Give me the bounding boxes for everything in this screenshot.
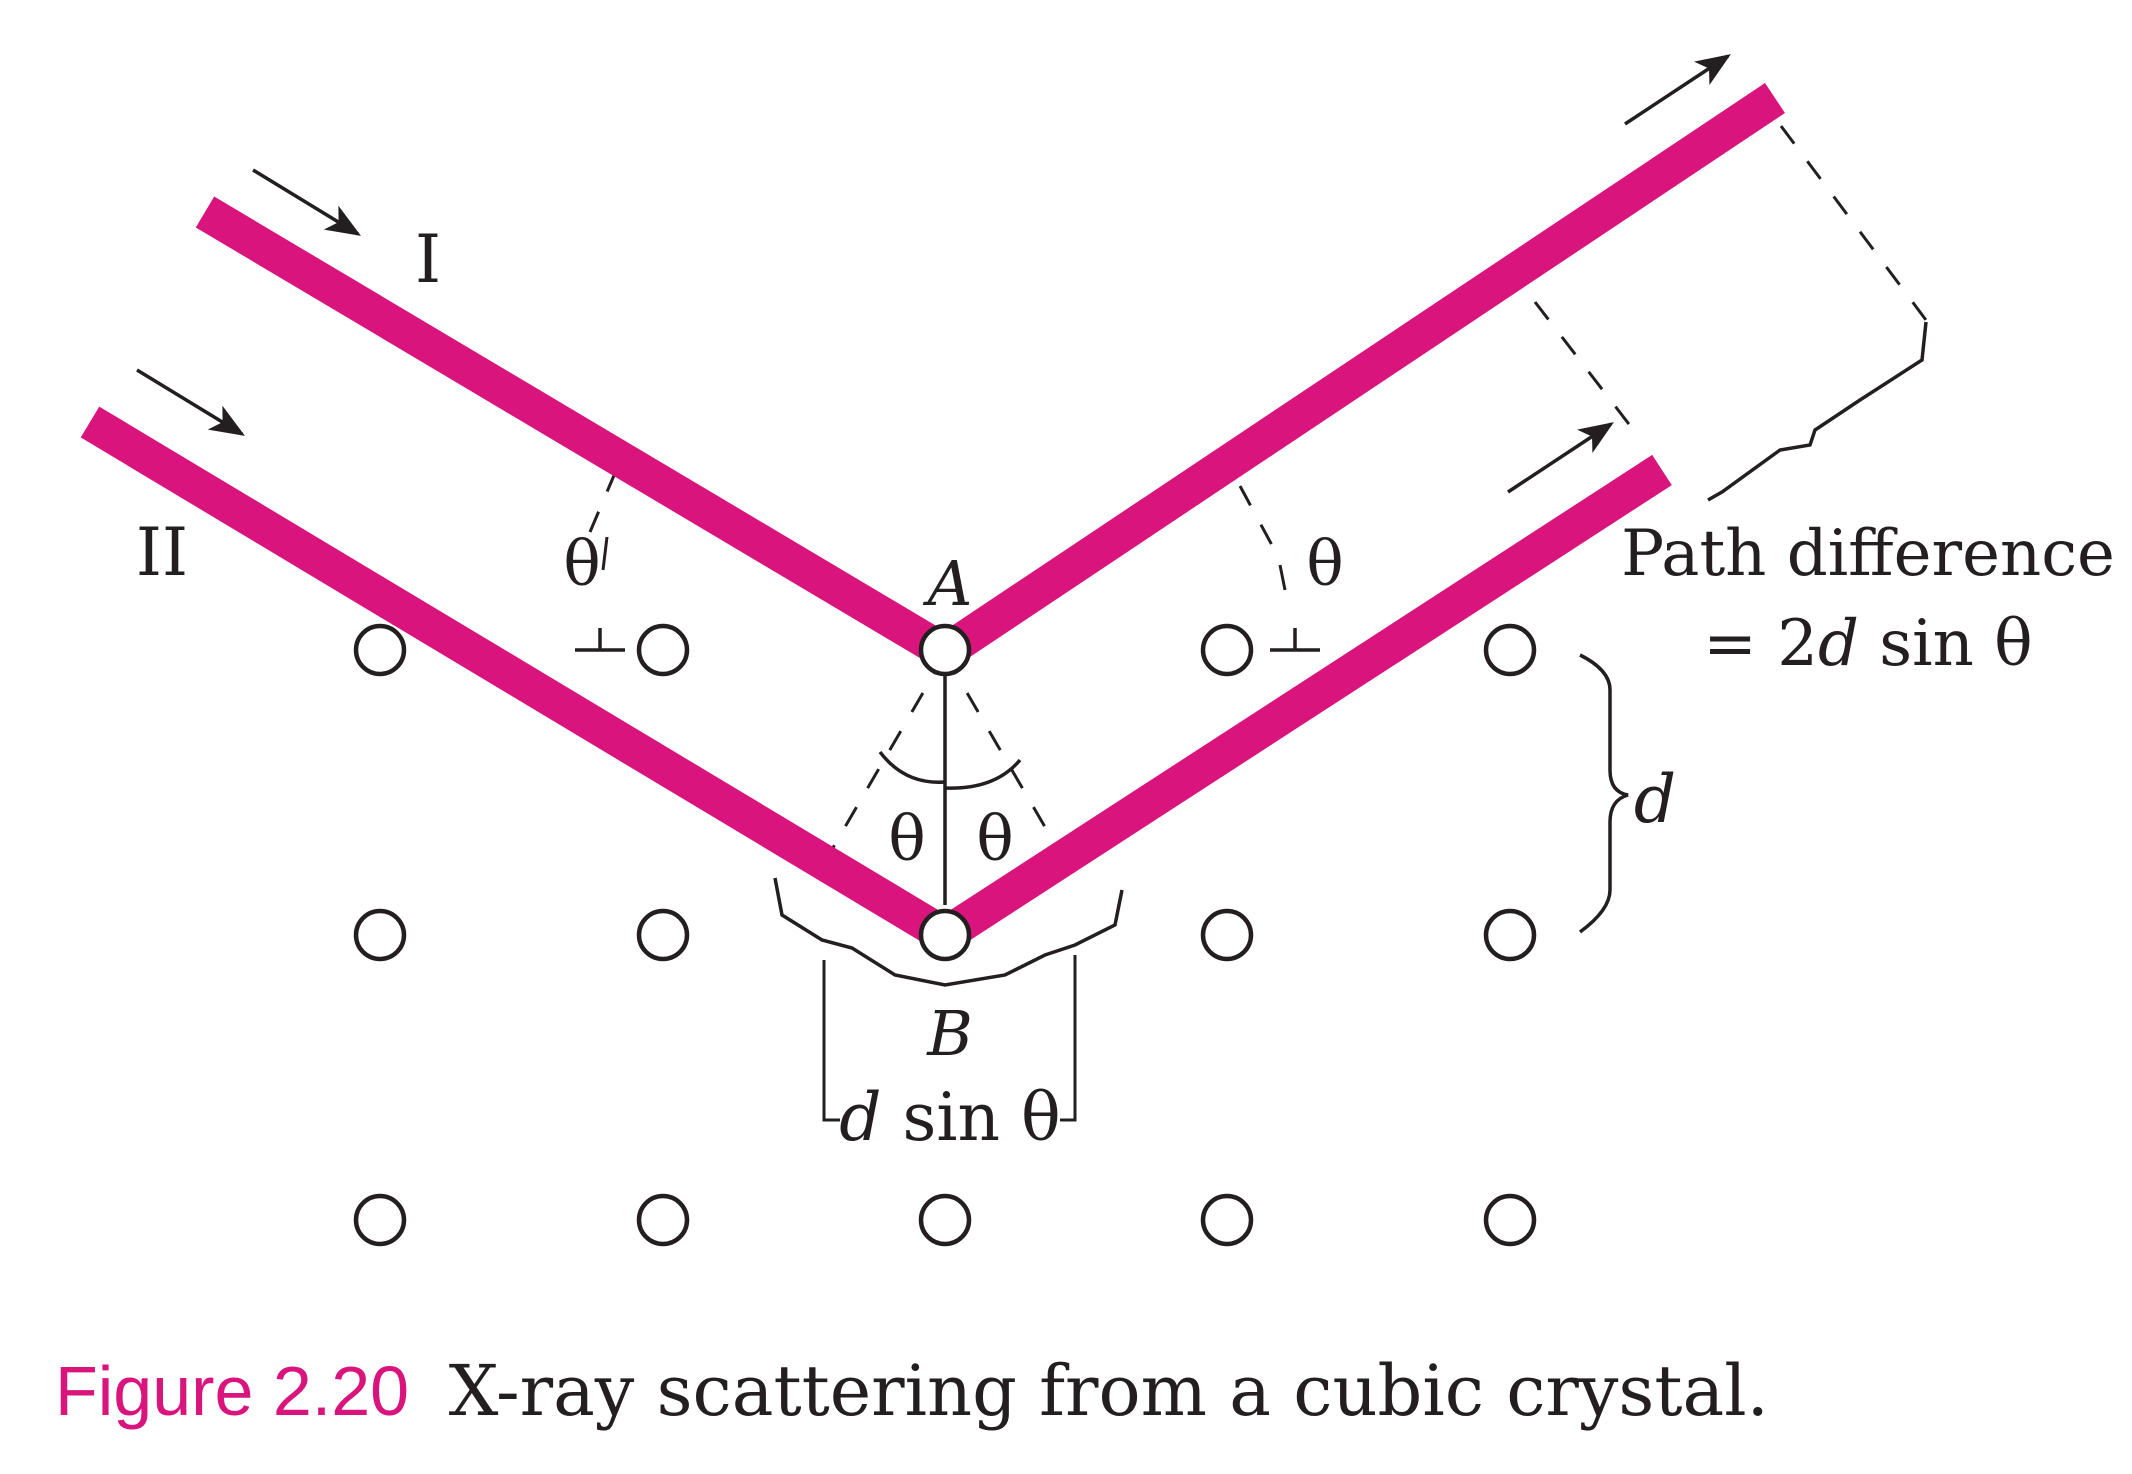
theta-arc-dashed xyxy=(588,472,617,533)
arrow-icon xyxy=(136,368,245,436)
theta-arcs xyxy=(601,536,1287,790)
point-a-label: A xyxy=(923,547,973,620)
point-b-label: B xyxy=(926,997,973,1070)
caption-number: Figure 2.20 xyxy=(55,1352,409,1430)
theta-arc-left xyxy=(878,750,946,784)
lattice-atom xyxy=(1483,1193,1537,1247)
arrow-icon xyxy=(1507,422,1614,494)
arrow-icon xyxy=(252,168,361,236)
construction-lines xyxy=(588,125,1928,871)
lattice-atom xyxy=(636,1193,690,1247)
lattice-atom xyxy=(1200,623,1254,677)
wavefront-dashed-line xyxy=(1779,125,1928,321)
lattice-atom xyxy=(636,623,690,677)
lattice-atom xyxy=(353,623,407,677)
half-path-label: d sin θ xyxy=(839,1079,1060,1156)
lattice-atom xyxy=(1200,908,1254,962)
perpendicular-mark-icon xyxy=(1270,628,1320,652)
crystal-lattice xyxy=(353,623,1537,1247)
theta-tick-left xyxy=(601,536,609,571)
atom-a xyxy=(918,623,972,677)
lattice-atom xyxy=(1483,908,1537,962)
spacing-brace xyxy=(1578,653,1629,934)
atom-b xyxy=(918,908,972,962)
lattice-atom xyxy=(1483,623,1537,677)
ray-two-beam xyxy=(80,406,1672,957)
normal-dashed-line-left xyxy=(818,654,947,871)
theta-label-right: θ xyxy=(1306,527,1343,600)
theta-label-normal-right: θ xyxy=(976,802,1013,875)
ray-one-label: I xyxy=(415,221,441,298)
arrow-icon xyxy=(1624,54,1731,126)
theta-arc-dashed xyxy=(1238,485,1282,561)
caption-text: X-ray scattering from a cubic crystal. xyxy=(449,1350,1769,1432)
direction-arrows xyxy=(136,54,1731,494)
half-path-bracket xyxy=(822,955,1077,1122)
wavefront-dashed-line xyxy=(1533,301,1637,433)
half-path-brace xyxy=(773,877,1124,987)
perpendicular-marks xyxy=(575,628,1320,652)
theta-tick-right xyxy=(1278,564,1287,591)
lattice-atom xyxy=(353,908,407,962)
perpendicular-mark-icon xyxy=(575,628,625,652)
lattice-atom xyxy=(636,908,690,962)
spacing-label: d xyxy=(1634,761,1676,838)
theta-label-normal-left: θ xyxy=(888,802,925,875)
braces xyxy=(773,321,1928,1122)
path-difference-label: Path difference xyxy=(1621,517,2115,591)
figure-caption: Figure 2.20 X-ray scattering from a cubi… xyxy=(55,1350,1769,1432)
ray-two-label: II xyxy=(136,514,188,591)
lattice-atom xyxy=(918,1193,972,1247)
lattice-atom xyxy=(1200,1193,1254,1247)
path-difference-brace xyxy=(1707,321,1928,502)
theta-label-left: θ xyxy=(563,527,600,600)
lattice-atom xyxy=(353,1193,407,1247)
path-difference-equation: = 2d sin θ xyxy=(1703,607,2032,681)
theta-arc-right xyxy=(944,758,1022,790)
